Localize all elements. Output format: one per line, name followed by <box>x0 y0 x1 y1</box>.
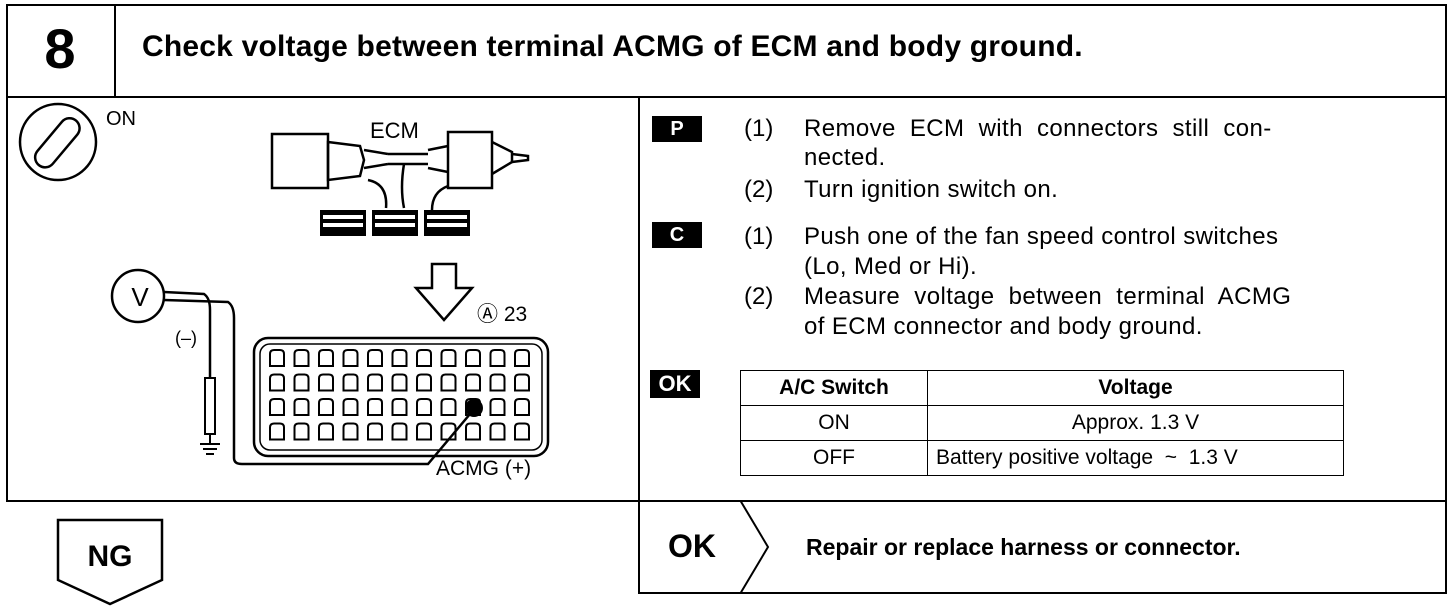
connector-pin <box>318 398 334 416</box>
ok-result-bottom-border <box>638 592 1447 594</box>
ignition-key-icon <box>18 102 98 182</box>
table-cell: Battery positive voltage ~ 1.3 V <box>927 440 1344 476</box>
connector-pin <box>293 349 310 367</box>
connector-pin <box>514 422 530 441</box>
negative-label: (–) <box>175 328 197 348</box>
connector-pin <box>489 422 506 441</box>
connector-pin <box>489 373 506 392</box>
connector-pin <box>269 373 285 392</box>
acmg-terminal <box>465 399 483 417</box>
connector-pin <box>514 349 530 367</box>
connector-pin <box>465 422 481 441</box>
connector-pin <box>514 373 530 392</box>
connector-pin <box>342 422 359 441</box>
c-badge: C <box>652 222 702 248</box>
connector-pin <box>489 398 506 416</box>
connector-pin <box>367 349 383 367</box>
connector-pin <box>318 422 334 441</box>
connector-pin <box>514 398 530 416</box>
table-header-switch: A/C Switch <box>740 370 928 406</box>
ok-chevron-divider <box>739 500 770 594</box>
connector-pin <box>367 422 383 441</box>
p-item-1-num: (1) <box>744 115 774 142</box>
p-badge: P <box>652 116 702 142</box>
connector-pin <box>416 373 432 392</box>
connector-pin <box>416 422 432 441</box>
connector-pin <box>318 373 334 392</box>
connector-pin <box>391 373 408 392</box>
connector-pin <box>440 422 457 441</box>
table-header-voltage: Voltage <box>927 370 1344 406</box>
ignition-label: ON <box>106 108 136 130</box>
ok-result-action: Repair or replace harness or connector. <box>806 534 1241 560</box>
connector-pin <box>269 398 285 416</box>
connector-pin <box>342 398 359 416</box>
panel-divider <box>638 96 640 594</box>
connector-pin <box>269 349 285 367</box>
c-item-1-num: (1) <box>744 223 774 250</box>
connector-pin <box>293 373 310 392</box>
connector-pin <box>440 398 457 416</box>
c-item-2-line1: Measure voltage between terminal ACMG <box>804 283 1292 310</box>
connector-pin <box>342 349 359 367</box>
c-item-1-line1: Push one of the fan speed control switch… <box>804 223 1279 250</box>
connector-label: Ⓐ 23 <box>477 303 528 326</box>
connector-pin <box>293 398 310 416</box>
connector-pin <box>269 422 285 441</box>
terminal-label: ACMG (+) <box>436 457 532 480</box>
connector-pin <box>489 349 506 367</box>
step-number: 8 <box>44 17 76 80</box>
ecm-connector-face <box>252 336 550 458</box>
table-row: ON Approx. 1.3 V <box>740 405 1344 441</box>
c-item-2-line2: of ECM connector and body ground. <box>804 313 1203 340</box>
connector-pin <box>440 349 457 367</box>
connector-pin <box>391 349 408 367</box>
connector-pin <box>465 349 481 367</box>
connector-pin <box>391 422 408 441</box>
table-cell: Approx. 1.3 V <box>927 405 1344 441</box>
p-item-2-num: (2) <box>744 176 774 203</box>
c-item-2-num: (2) <box>744 283 774 310</box>
table-cell: ON <box>740 405 928 441</box>
connector-pin <box>293 422 310 441</box>
p-item-1-line2: nected. <box>804 144 886 171</box>
down-arrow-icon <box>413 262 475 322</box>
ecm-icon <box>270 130 530 211</box>
connector-pin <box>367 373 383 392</box>
wiring-diagram <box>18 102 550 466</box>
connector-pin <box>416 349 432 367</box>
ng-result-label: NG <box>87 540 133 573</box>
spec-table: A/C Switch Voltage ON Approx. 1.3 V OFF … <box>740 370 1344 476</box>
ecm-label: ECM <box>370 118 419 143</box>
p-item-1-line1: Remove ECM with connectors still con- <box>804 115 1272 142</box>
voltmeter-label: V <box>131 282 149 312</box>
connector-pin <box>391 398 408 416</box>
ok-result-label: OK <box>668 528 716 564</box>
connector-pin <box>416 398 432 416</box>
step-number-divider <box>114 4 116 98</box>
p-item-2-line1: Turn ignition switch on. <box>804 176 1059 203</box>
voltmeter-icon <box>110 268 166 324</box>
connector-pin <box>440 373 457 392</box>
step-title: Check voltage between terminal ACMG of E… <box>142 30 1083 63</box>
table-cell: OFF <box>740 440 928 476</box>
main-panel <box>6 96 1447 502</box>
ok-result-right-border <box>1445 500 1447 594</box>
connector-pin <box>367 398 383 416</box>
ok-badge: OK <box>650 370 700 398</box>
ng-result-box <box>56 518 164 606</box>
connector-pin <box>342 373 359 392</box>
c-item-1-line2: (Lo, Med or Hi). <box>804 253 978 280</box>
connector-pin <box>465 373 481 392</box>
connector-pin <box>318 349 334 367</box>
table-row: OFF Battery positive voltage ~ 1.3 V <box>740 440 1344 476</box>
